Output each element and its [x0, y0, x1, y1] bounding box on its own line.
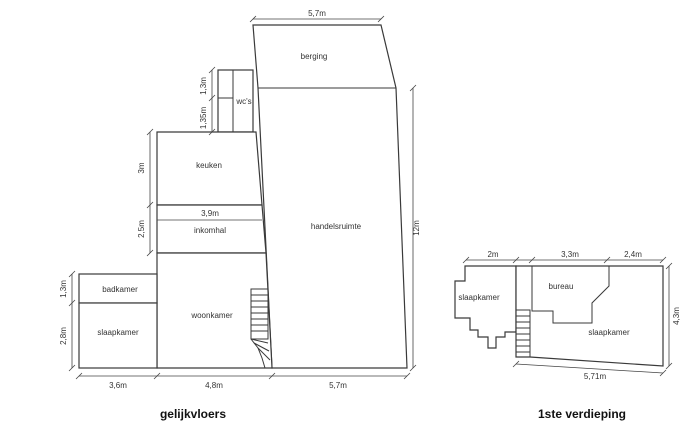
room-slaapkamer-right: slaapkamer	[588, 328, 630, 337]
slaapkamer-wall	[78, 302, 158, 369]
dim-bottom-1: 3,6m	[109, 381, 127, 390]
dim-bottom-3: 5,7m	[329, 381, 347, 390]
dim-inkomhal-h: 2,5m	[137, 220, 146, 238]
dim-wc2: 1,35m	[199, 107, 208, 130]
room-slaapkamer-left: slaapkamer	[458, 293, 500, 302]
dim-first-bottom: 5,71m	[584, 372, 607, 381]
bureau-wall	[531, 266, 610, 324]
room-slaapkamer: slaapkamer	[97, 328, 139, 337]
room-handelsruimte: handelsruimte	[311, 222, 362, 231]
dim-first-top-3: 2,4m	[624, 250, 642, 259]
dim-top-width: 5,7m	[308, 9, 326, 18]
dim-bottom-2: 4,8m	[205, 381, 223, 390]
dim-wc1: 1,3m	[199, 77, 208, 95]
dim-inkomhal-w: 3,9m	[201, 209, 219, 218]
room-badkamer: badkamer	[102, 285, 138, 294]
dim-bad-h: 1,3m	[59, 280, 68, 298]
room-berging: berging	[301, 52, 328, 61]
slaapkamer-left-wall	[454, 265, 517, 349]
ground-stairs	[250, 288, 271, 369]
room-woonkamer: woonkamer	[190, 311, 233, 320]
dim-right-h: 12m	[412, 220, 421, 236]
room-keuken: keuken	[196, 161, 222, 170]
dim-first-top-2: 3,3m	[561, 250, 579, 259]
caption-first-floor: 1ste verdieping	[538, 407, 626, 421]
ground-dimensions	[68, 15, 417, 380]
first-floor-plan: slaapkamer bureau slaapkamer 2m 3,3m 2,4…	[454, 250, 681, 421]
first-stairs	[515, 309, 531, 358]
first-right-wall	[515, 265, 664, 367]
room-bureau: bureau	[549, 282, 574, 291]
ground-floor-plan: berging wc's keuken inkomhal handelsruim…	[59, 9, 421, 421]
room-wcs: wc's	[235, 97, 251, 106]
room-inkomhal: inkomhal	[194, 226, 226, 235]
dim-keuken-h: 3m	[137, 162, 146, 173]
dim-first-right-h: 4,3m	[672, 307, 681, 325]
dim-slaap-h: 2,8m	[59, 327, 68, 345]
dim-first-top-1: 2m	[487, 250, 498, 259]
caption-ground-floor: gelijkvloers	[160, 407, 226, 421]
badkamer-wall	[78, 273, 158, 304]
first-dimensions	[462, 256, 673, 377]
handelsruimte-wall	[252, 24, 408, 369]
